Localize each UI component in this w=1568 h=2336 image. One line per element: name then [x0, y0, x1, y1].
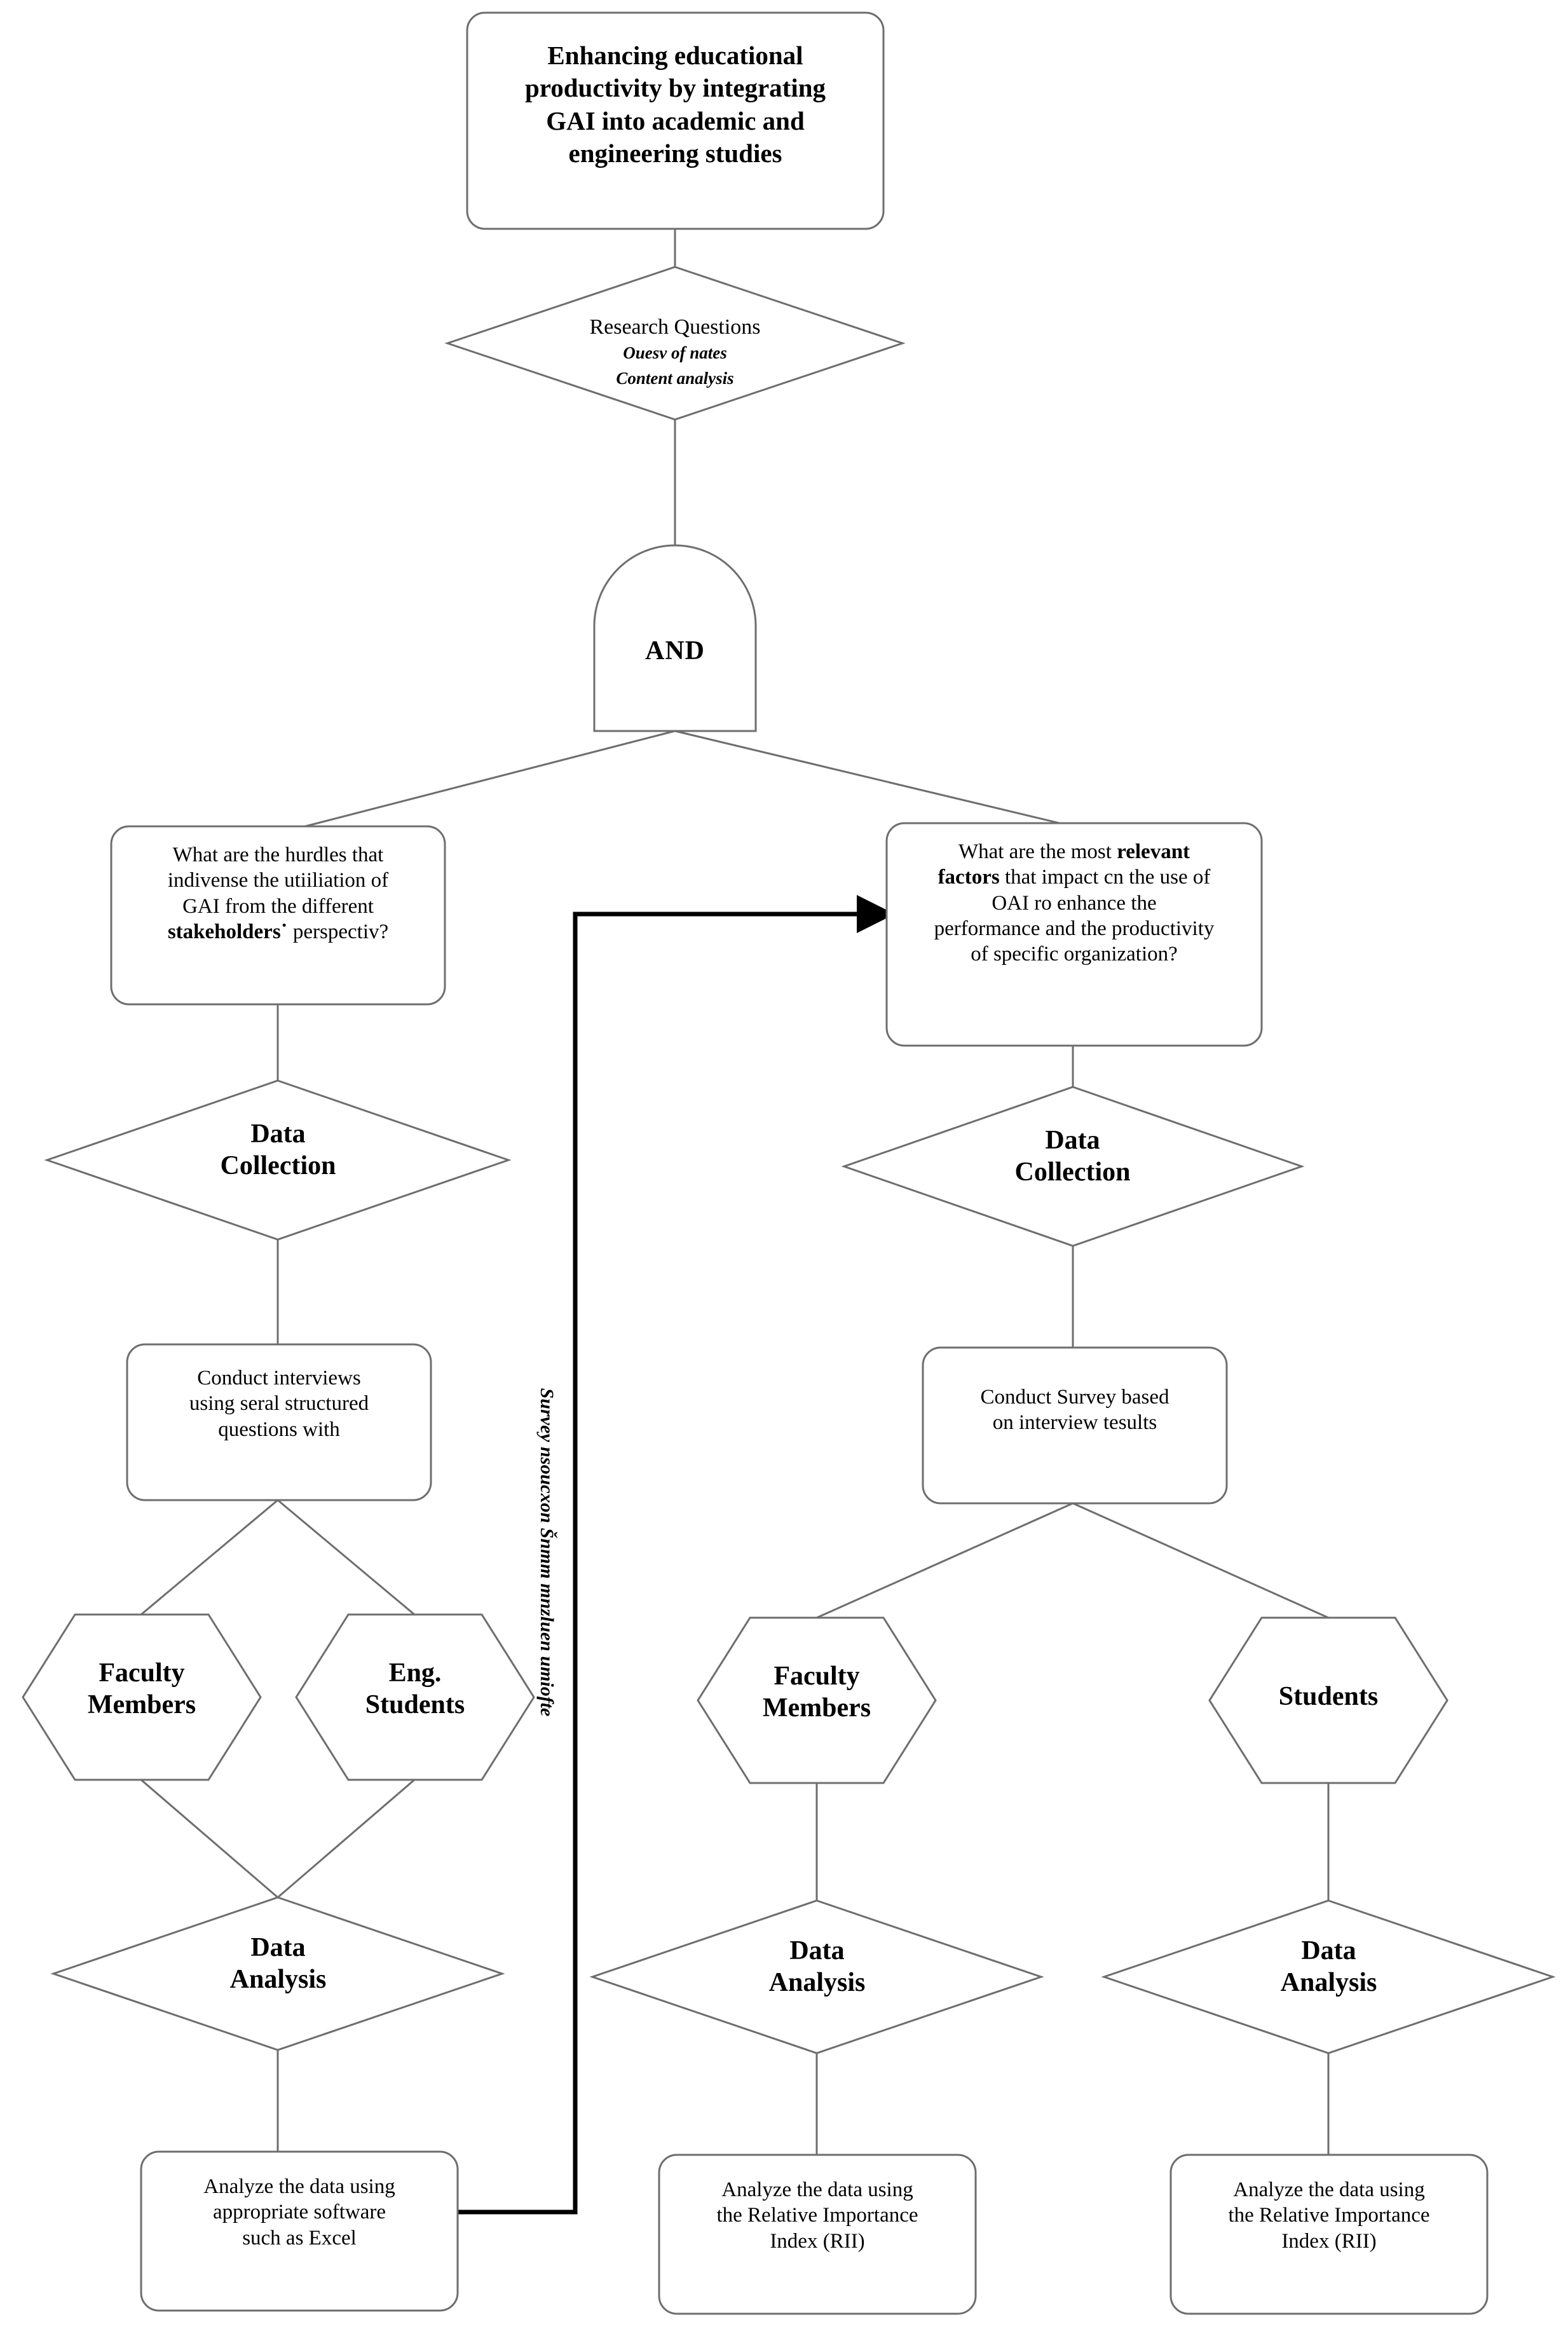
connector-and-to-left-question	[304, 730, 676, 828]
left-faculty-hexagon-shape	[22, 1613, 262, 1781]
connector-right-process-to-students	[1072, 1502, 1329, 1619]
right-process-box-shape	[922, 1346, 1228, 1505]
connector-right-process-to-faculty	[816, 1502, 1074, 1619]
left-outcome-box-shape	[140, 2150, 459, 2312]
research-questions-diamond-shape	[444, 266, 906, 421]
right-students-hexagon-shape	[1208, 1616, 1449, 1784]
and-gate-shape	[593, 544, 757, 732]
connector-and-to-right-question	[674, 730, 1074, 828]
right-data-analysis-right-diamond-shape	[1101, 1899, 1556, 2054]
right-data-analysis-left-diamond-shape	[589, 1899, 1044, 2054]
feedback-loop-caption-wrapper: Survey nsoucxon Šnmm mnzluen umiofte	[536, 1285, 557, 1819]
connector-left-students-to-analysis	[277, 1779, 415, 1899]
right-outcome-left-box-shape	[658, 2154, 977, 2315]
feedback-loop-arrowhead-icon	[857, 895, 895, 933]
left-question-box-shape	[110, 825, 446, 1006]
right-faculty-hexagon-shape	[697, 1616, 937, 1784]
connector-left-process-to-faculty	[140, 1499, 278, 1616]
left-data-analysis-diamond-shape	[50, 1896, 505, 2051]
feedback-loop-caption: Survey nsoucxon Šnmm mnzluen umiofte	[536, 1388, 557, 1717]
right-question-box-shape	[885, 822, 1263, 1047]
connector-left-faculty-to-analysis	[140, 1779, 278, 1899]
title-box-shape	[466, 11, 885, 230]
left-data-collection-diamond-shape	[44, 1079, 512, 1241]
left-eng-students-hexagon-shape	[295, 1613, 535, 1781]
feedback-loop-line	[458, 912, 861, 2215]
right-outcome-right-box-shape	[1169, 2154, 1489, 2315]
left-process-box-shape	[126, 1343, 432, 1501]
connector-left-process-to-students	[277, 1499, 415, 1616]
right-data-collection-diamond-shape	[841, 1086, 1305, 1247]
